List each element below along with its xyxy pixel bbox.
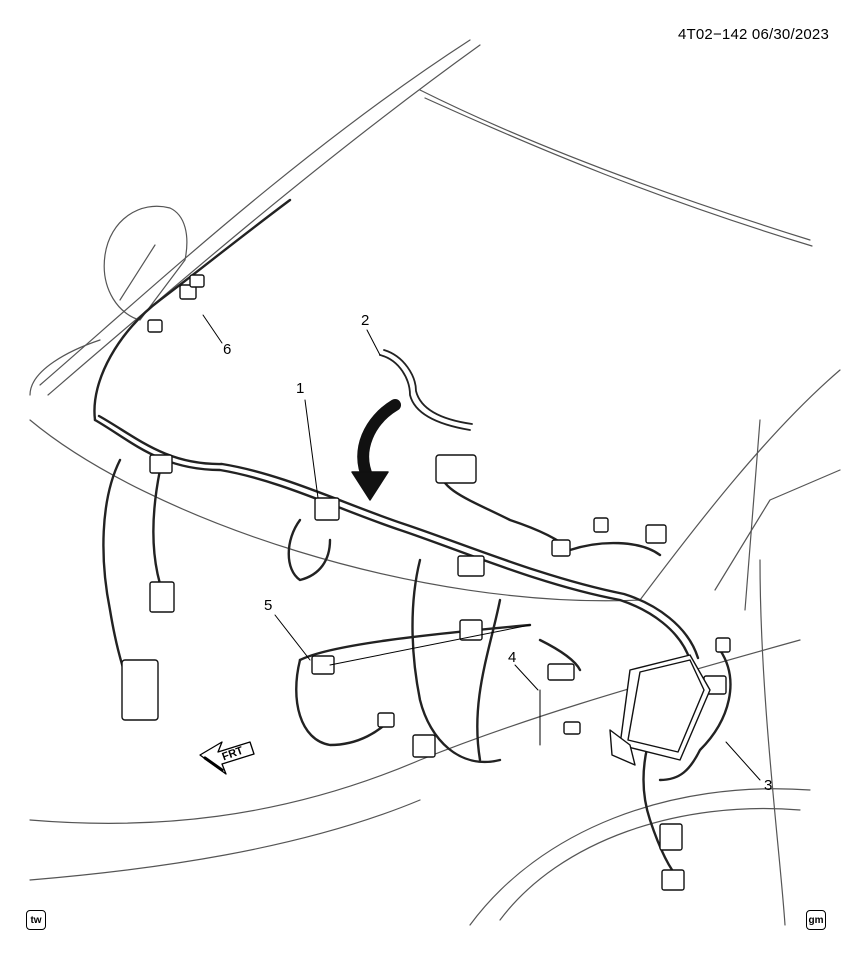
- callout-3: 3: [764, 777, 773, 794]
- vehicle-body-outline: [29, 39, 841, 926]
- side-mirror: [103, 205, 188, 321]
- instrument-panel-harness: [93, 198, 732, 882]
- callout-2: 2: [361, 312, 370, 329]
- harness-lead-2: [379, 349, 473, 431]
- callout-6: 6: [223, 341, 232, 358]
- callout-4: 4: [508, 649, 517, 666]
- callout-5: 5: [264, 597, 273, 614]
- connectors: [121, 274, 731, 891]
- front-direction-arrow-icon: [199, 741, 255, 775]
- diagram-code: 4T02−142 06/30/2023: [677, 26, 829, 43]
- install-direction-arrow-icon: [351, 399, 401, 501]
- control-module: [609, 654, 711, 766]
- gm-logo-badge: gm: [806, 910, 826, 930]
- callout-1: 1: [296, 380, 305, 397]
- leader-lines: [202, 314, 761, 781]
- tw-badge: tw: [26, 910, 46, 930]
